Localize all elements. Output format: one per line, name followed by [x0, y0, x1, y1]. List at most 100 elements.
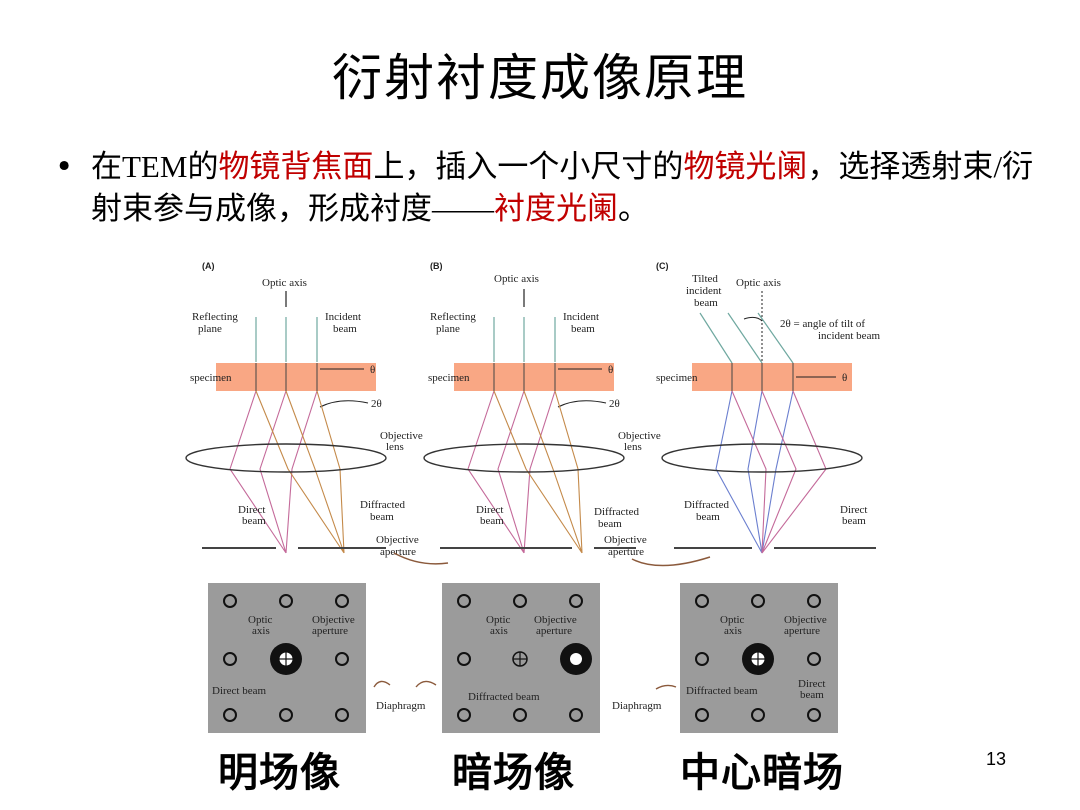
page-number: 13	[986, 749, 1007, 769]
aperture-move-arrow	[631, 556, 711, 567]
diffraction-spot	[457, 708, 471, 722]
two-theta-arrow	[319, 400, 369, 408]
caption-dark-field: 暗场像	[452, 750, 575, 796]
caption-bright-field: 明场像	[218, 750, 341, 796]
optic-axis-label: Optic	[248, 614, 273, 626]
diffracted-beam-rays	[715, 390, 794, 554]
diaphragm-arrow	[373, 680, 391, 688]
aperture-view-central-dark: Optic axis Objective aperture Diffracted…	[680, 583, 838, 733]
optic-axis-label: Optic axis	[494, 273, 539, 285]
optic-axis-label: axis	[490, 625, 508, 637]
objective-lens	[423, 443, 625, 473]
beam-label: Diffracted beam	[686, 685, 758, 697]
diaphragm-label: Diaphragm	[376, 700, 426, 712]
incident-label: Incident	[563, 311, 599, 323]
objective-aperture-label: aperture	[312, 625, 348, 637]
direct-beam-label: Direct	[840, 504, 867, 516]
bullet-seg: 在	[91, 149, 122, 185]
diffracted-beam-label: Diffracted	[684, 499, 729, 511]
bullet-seg: /	[993, 149, 1003, 184]
specimen	[216, 363, 376, 391]
diffracted-beam-label: beam	[598, 518, 622, 530]
diffraction-spot	[223, 594, 237, 608]
objective-aperture-label: Objective	[604, 534, 647, 546]
objective-aperture-label: aperture	[380, 546, 416, 558]
bullet-seg: 的	[187, 149, 219, 185]
incident-label: beam	[571, 323, 595, 335]
optic-axis-label: Optic axis	[262, 277, 307, 289]
diffraction-spot	[457, 594, 471, 608]
tem-diagram-figure: (A) Optic axis Reflecting plane Incident…	[180, 257, 910, 737]
objective-aperture-label: Objective	[312, 614, 355, 626]
objective-aperture-label: aperture	[536, 625, 572, 637]
reflecting-label: Reflecting	[192, 311, 238, 323]
incident-label: beam	[333, 323, 357, 335]
bullet-seg: 衍射束参与成像，形成衬度	[91, 149, 1034, 227]
theta-label: θ	[608, 364, 613, 376]
aperture-move-arrow	[393, 552, 449, 565]
optic-axis-label: Optic axis	[736, 277, 781, 289]
panel-tag: (B)	[430, 261, 443, 271]
diffraction-spot	[223, 652, 237, 666]
two-theta-label: 2θ	[609, 398, 620, 410]
bullet-seg: ——	[432, 191, 494, 226]
bullet-seg: ，选择透射束	[807, 149, 994, 185]
diffraction-spot	[513, 708, 527, 722]
tilted-incident-ray	[699, 312, 733, 364]
diffraction-spot	[335, 594, 349, 608]
optic-axis-label: axis	[252, 625, 270, 637]
theta-label: θ	[370, 364, 375, 376]
diffraction-spot	[695, 708, 709, 722]
tilt-note: incident beam	[818, 330, 880, 342]
objective-aperture-label: aperture	[608, 546, 644, 558]
objective-lens-label: lens	[386, 441, 404, 453]
slide-title: 衍射衬度成像原理	[332, 49, 748, 107]
tilt-angle-arc	[743, 316, 763, 322]
diffraction-spot	[335, 708, 349, 722]
diffraction-spot	[695, 652, 709, 666]
objective-lens-label: Objective	[618, 430, 661, 442]
bullet-seg-highlight: 衬度光阑	[494, 191, 618, 227]
objective-lens-label: lens	[624, 441, 642, 453]
diffraction-spot	[457, 652, 471, 666]
direct-beam-label: beam	[800, 689, 824, 701]
objective-aperture-label: Objective	[784, 614, 827, 626]
direct-beam-label: Direct	[238, 504, 265, 516]
panel-b: (B) Optic axis Reflecting plane Incident…	[423, 261, 661, 558]
panel-c: (C) Tilted incident beam Optic axis 2θ =…	[656, 261, 880, 554]
tilted-incident-ray	[727, 312, 763, 364]
diaphragm-arrow	[415, 680, 437, 688]
direct-beam-label: beam	[242, 515, 266, 527]
diffracted-beam-label: Diffracted	[594, 506, 639, 518]
direct-beam-label: beam	[480, 515, 504, 527]
diaphragm-arrow	[655, 684, 677, 690]
objective-lens	[185, 443, 387, 473]
diffracted-beam-label: beam	[370, 511, 394, 523]
specimen-label: specimen	[428, 372, 470, 384]
specimen-label: specimen	[656, 372, 698, 384]
tem-diagram: (A) Optic axis Reflecting plane Incident…	[185, 261, 880, 733]
optic-axis-label: Optic	[486, 614, 511, 626]
bullet-seg-highlight: 物镜光阑	[683, 149, 808, 185]
specimen	[454, 363, 614, 391]
bullet-seg: 上，插入一个小尺寸的	[373, 149, 684, 185]
bullet-seg: TEM	[122, 149, 188, 184]
bullet-text: 在TEM的物镜背焦面上，插入一个小尺寸的物镜光阑，选择透射束/衍射束参与成像，形…	[91, 146, 1041, 230]
reflecting-label: plane	[436, 323, 460, 335]
optic-axis-label: axis	[724, 625, 742, 637]
bullet-symbol: •	[55, 149, 74, 185]
diffraction-spot	[807, 708, 821, 722]
two-theta-label: 2θ	[371, 398, 382, 410]
aperture-view-dark: Optic axis Objective aperture Diffracted…	[442, 583, 600, 733]
beam-label: Direct beam	[212, 685, 266, 697]
diffracted-beam-label: beam	[696, 511, 720, 523]
diffraction-spot	[279, 594, 293, 608]
incident-label: Incident	[325, 311, 361, 323]
diffracted-beam-rays	[493, 390, 583, 554]
diaphragm-label: Diaphragm	[612, 700, 662, 712]
diffraction-spot	[807, 652, 821, 666]
beam-label: Diffracted beam	[468, 691, 540, 703]
direct-beam-label: Direct	[798, 678, 825, 690]
diffraction-spot	[223, 708, 237, 722]
panel-tag: (C)	[656, 261, 669, 271]
